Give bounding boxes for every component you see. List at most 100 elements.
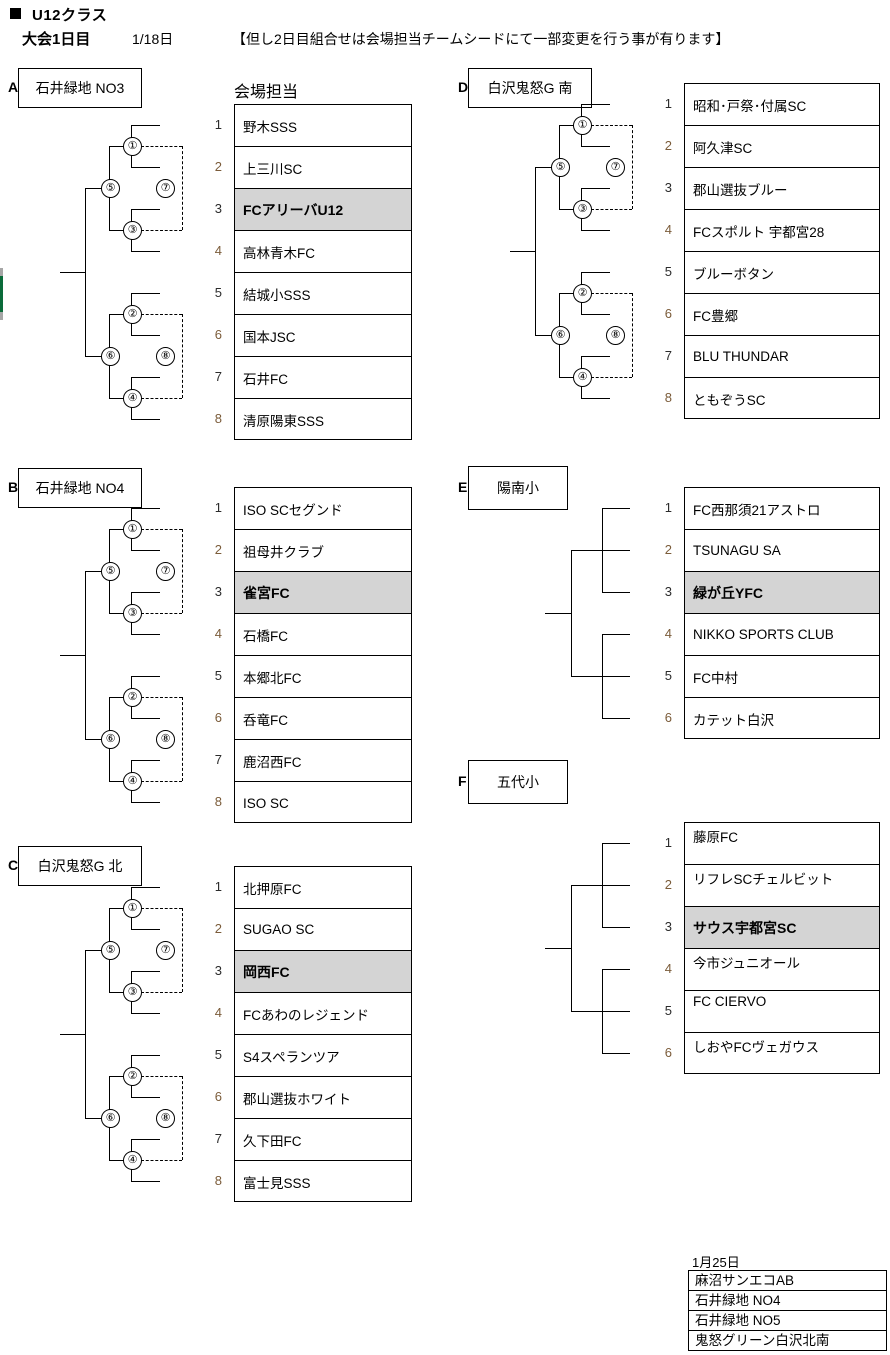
seed-number-3: 3 (214, 584, 222, 599)
match-number-8: ⑧ (156, 347, 175, 366)
bracket-line-v (571, 550, 572, 676)
bracket-line-h (581, 356, 610, 357)
bracket-line-h (131, 508, 160, 509)
venue-duty-header: 会場担当 (234, 84, 299, 101)
seed-number-6: 6 (664, 306, 672, 321)
seed-number-2: 2 (664, 877, 672, 892)
seed-number-5: 5 (664, 264, 672, 279)
bracket-line-h (131, 209, 160, 210)
table-row: 藤原FC (685, 823, 879, 865)
table-row: 野木SSS (235, 105, 411, 147)
bracket-line-h (109, 1076, 131, 1077)
page-title: U12クラス (32, 7, 108, 24)
table-row: 祖母井クラブ (235, 530, 411, 572)
seed-number-8: 8 (214, 794, 222, 809)
seed-number-6: 6 (664, 1045, 672, 1060)
group-letter-B: B (8, 479, 19, 495)
match-number-4: ④ (123, 1151, 142, 1170)
venue-box-E[interactable]: 陽南小 (468, 466, 568, 510)
match-number-4: ④ (123, 772, 142, 791)
match-number-6: ⑥ (101, 730, 120, 749)
seed-number-7: 7 (214, 752, 222, 767)
seed-number-6: 6 (214, 1089, 222, 1104)
bracket-line-h (85, 188, 109, 189)
table-row: FC豊郷 (685, 294, 879, 336)
bracket-line-h (131, 887, 160, 888)
seed-number-3: 3 (664, 180, 672, 195)
bracket-line-h (131, 377, 160, 378)
seed-number-8: 8 (214, 411, 222, 426)
venue-box-D[interactable]: 白沢鬼怒G 南 (468, 68, 592, 108)
bracket-line-h (602, 634, 630, 635)
edge-artifact-top (0, 268, 3, 276)
bracket-line-v (85, 571, 86, 739)
bracket-dashed-v (182, 1076, 183, 1160)
bracket-line-h (581, 146, 610, 147)
seed-number-3: 3 (664, 919, 672, 934)
match-number-6: ⑥ (101, 347, 120, 366)
match-number-1: ① (123, 899, 142, 918)
bracket-line-h (131, 1181, 160, 1182)
bracket-line-h (131, 1097, 160, 1098)
bracket-dashed-h (141, 992, 182, 993)
table-row: FCスポルト 宇都宮28 (685, 210, 879, 252)
bracket-line-h (109, 992, 131, 993)
bracket-dashed-v (182, 529, 183, 613)
bracket-dashed-h (141, 781, 182, 782)
venue-box-F[interactable]: 五代小 (468, 760, 568, 804)
bracket-line-h (131, 929, 160, 930)
bracket-line-h (109, 529, 131, 530)
bracket-line-h (131, 1055, 160, 1056)
bracket-line-h (559, 125, 581, 126)
bracket-line-h (545, 613, 571, 614)
venue-box-B[interactable]: 石井緑地 NO4 (18, 468, 142, 508)
match-number-1: ① (573, 116, 592, 135)
bracket-line-h (131, 802, 160, 803)
bracket-dashed-h (141, 1076, 182, 1077)
table-row: BLU THUNDAR (685, 336, 879, 378)
venue-box-A[interactable]: 石井緑地 NO3 (18, 68, 142, 108)
seed-number-8: 8 (214, 1173, 222, 1188)
bracket-dashed-h (591, 377, 632, 378)
table-row: TSUNAGU SA (685, 530, 879, 572)
bracket-line-h (581, 230, 610, 231)
table-row: 郡山選抜ホワイト (235, 1077, 411, 1119)
bracket-line-h (571, 676, 602, 677)
seed-number-1: 1 (214, 879, 222, 894)
table-row: 国本JSC (235, 315, 411, 357)
table-row: 結城小SSS (235, 273, 411, 315)
match-number-7: ⑦ (156, 562, 175, 581)
seed-number-5: 5 (664, 668, 672, 683)
group-letter-C: C (8, 857, 19, 873)
seed-number-1: 1 (664, 500, 672, 515)
seed-number-2: 2 (214, 159, 222, 174)
bracket-line-h (85, 1118, 109, 1119)
bracket-line-h (131, 676, 160, 677)
seed-number-4: 4 (664, 961, 672, 976)
bracket-line-h (581, 314, 610, 315)
bracket-line-h (602, 1011, 630, 1012)
match-number-2: ② (123, 688, 142, 707)
tournament-day-label: 大会1日目 (22, 31, 91, 48)
bracket-dashed-h (141, 529, 182, 530)
venue-box-C[interactable]: 白沢鬼怒G 北 (18, 846, 142, 886)
match-number-2: ② (123, 1067, 142, 1086)
match-number-6: ⑥ (101, 1109, 120, 1128)
match-number-3: ③ (573, 200, 592, 219)
bracket-line-h (131, 760, 160, 761)
bracket-line-h (109, 146, 131, 147)
table-row: FC西那須21アストロ (685, 488, 879, 530)
table-row: 阿久津SC (685, 126, 879, 168)
bracket-line-h (559, 377, 581, 378)
seed-number-6: 6 (664, 710, 672, 725)
match-number-3: ③ (123, 983, 142, 1002)
bracket-line-h (60, 272, 85, 273)
legend-venue-item: 麻沼サンエコAB (689, 1271, 886, 1291)
table-row: サウス宇都宮SC (685, 907, 879, 949)
table-row: 清原陽東SSS (243, 414, 325, 429)
bracket-line-h (109, 781, 131, 782)
table-row: ISO SC (243, 795, 289, 811)
